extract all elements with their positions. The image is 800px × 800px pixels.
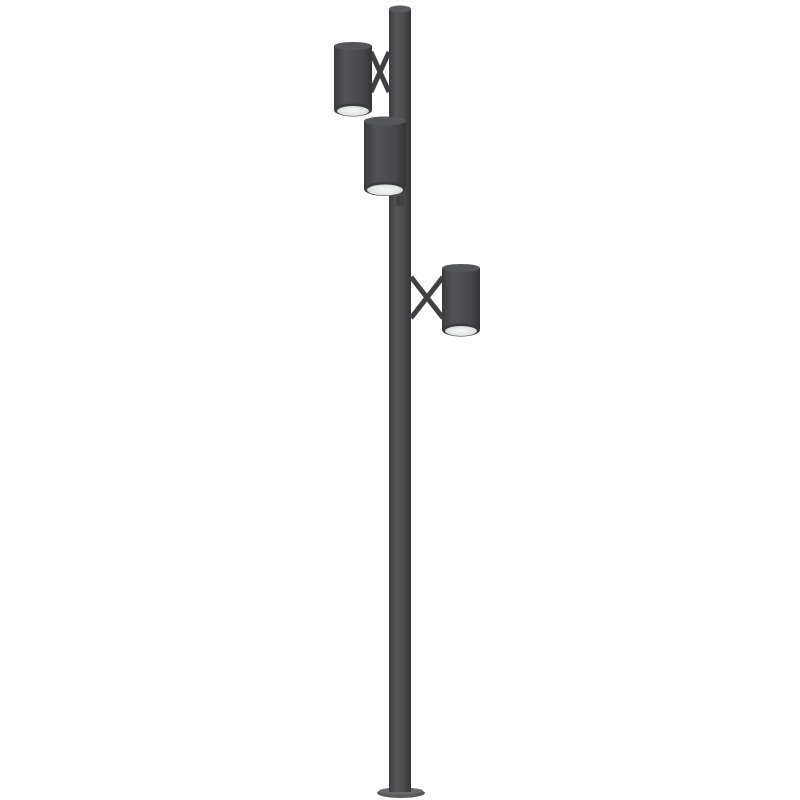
lens-upper-left bbox=[337, 106, 369, 116]
connector-middle bbox=[396, 196, 404, 206]
light-fixture-middle bbox=[364, 116, 406, 196]
lens-middle bbox=[367, 184, 403, 196]
lens-right bbox=[445, 326, 477, 336]
lamp-pole bbox=[389, 5, 411, 792]
bracket-upper-left bbox=[368, 50, 392, 94]
light-fixture-upper-left bbox=[334, 42, 372, 117]
light-fixture-right bbox=[442, 264, 480, 337]
bracket-right bbox=[409, 275, 445, 320]
